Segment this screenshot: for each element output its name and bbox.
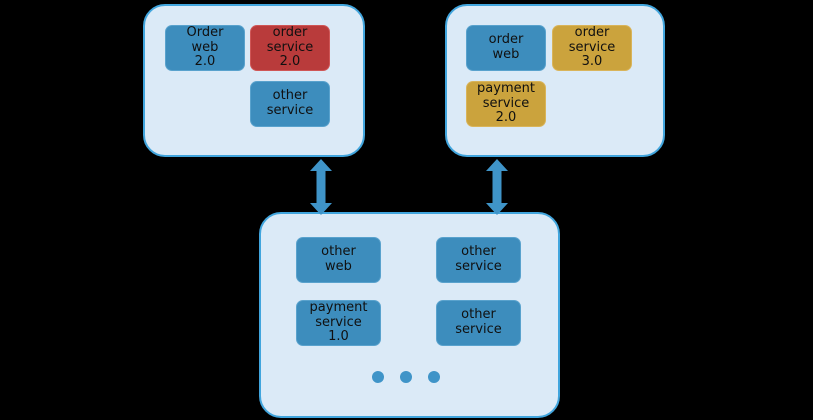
arrow-left (309, 159, 333, 215)
service-box-order-web-2-0[interactable]: Order web 2.0 (165, 25, 245, 71)
service-box-other-service-tl[interactable]: other service (250, 81, 330, 127)
service-box-order-web-tr[interactable]: order web (466, 25, 546, 71)
service-box-payment-service-2-0[interactable]: payment service 2.0 (466, 81, 546, 127)
ellipsis-dot (372, 371, 384, 383)
service-box-order-service-3-0[interactable]: order service 3.0 (552, 25, 632, 71)
ellipsis-dot (428, 371, 440, 383)
service-box-other-service-b2[interactable]: other service (436, 300, 521, 346)
arrow-right (485, 159, 509, 215)
service-box-order-service-2-0[interactable]: order service 2.0 (250, 25, 330, 71)
ellipsis-dot (400, 371, 412, 383)
service-box-payment-service-1-0[interactable]: payment service 1.0 (296, 300, 381, 346)
service-box-other-web-b[interactable]: other web (296, 237, 381, 283)
panel-bottom[interactable]: other web other service payment service 1.… (259, 212, 560, 418)
service-box-other-service-b1[interactable]: other service (436, 237, 521, 283)
ellipsis-dots (372, 371, 440, 383)
